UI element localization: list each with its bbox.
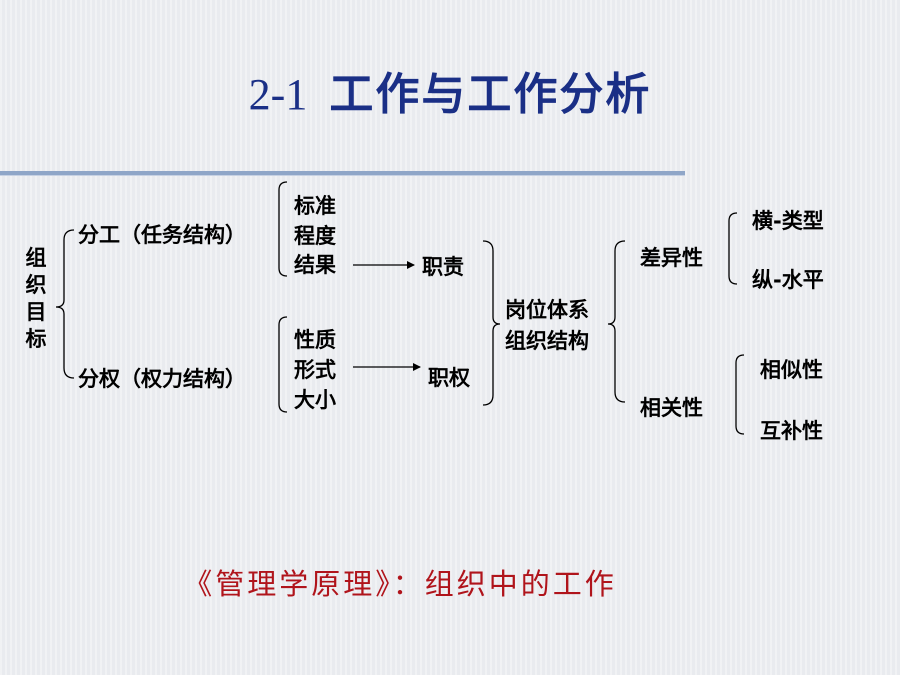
authority-attr: 形式 bbox=[294, 358, 336, 382]
duty-label: 职责 bbox=[422, 255, 464, 279]
branch-authority: 分权（权力结构） bbox=[78, 367, 246, 391]
relevance-item: 互补性 bbox=[760, 419, 823, 443]
authority-attrs-bracket bbox=[278, 316, 288, 413]
difference-item: 纵-水平 bbox=[752, 268, 824, 292]
footer-caption: 《管理学原理》：组织中的工作 bbox=[183, 567, 617, 601]
slide-title: 2-1 工作与工作分析 bbox=[0, 58, 900, 122]
title-divider bbox=[0, 171, 685, 175]
system-label-line1: 岗位体系 bbox=[505, 298, 589, 322]
authority-attr: 性质 bbox=[294, 328, 336, 352]
merge-bracket bbox=[482, 240, 501, 406]
title-number: 2-1 bbox=[248, 70, 308, 119]
relevance-item: 相似性 bbox=[760, 358, 823, 382]
division-attrs-bracket bbox=[278, 181, 288, 277]
division-attr: 程度 bbox=[294, 224, 336, 248]
branch-division: 分工（任务结构） bbox=[78, 223, 246, 247]
authority-attr: 大小 bbox=[294, 388, 336, 412]
difference-item: 横-类型 bbox=[752, 209, 824, 233]
root-brace bbox=[55, 229, 75, 379]
title-divider-shadow bbox=[0, 175, 685, 176]
system-brace bbox=[607, 240, 626, 403]
root-label: 组织目标 bbox=[25, 246, 47, 351]
power-label: 职权 bbox=[428, 366, 470, 390]
title-text: 工作与工作分析 bbox=[329, 69, 652, 120]
difference-label: 差异性 bbox=[640, 246, 703, 270]
relevance-bracket bbox=[735, 354, 745, 435]
relevance-label: 相关性 bbox=[640, 396, 703, 420]
system-label-line2: 组织结构 bbox=[505, 329, 589, 353]
division-attr: 结果 bbox=[294, 253, 336, 277]
division-attr: 标准 bbox=[294, 194, 336, 218]
difference-bracket bbox=[728, 212, 738, 285]
